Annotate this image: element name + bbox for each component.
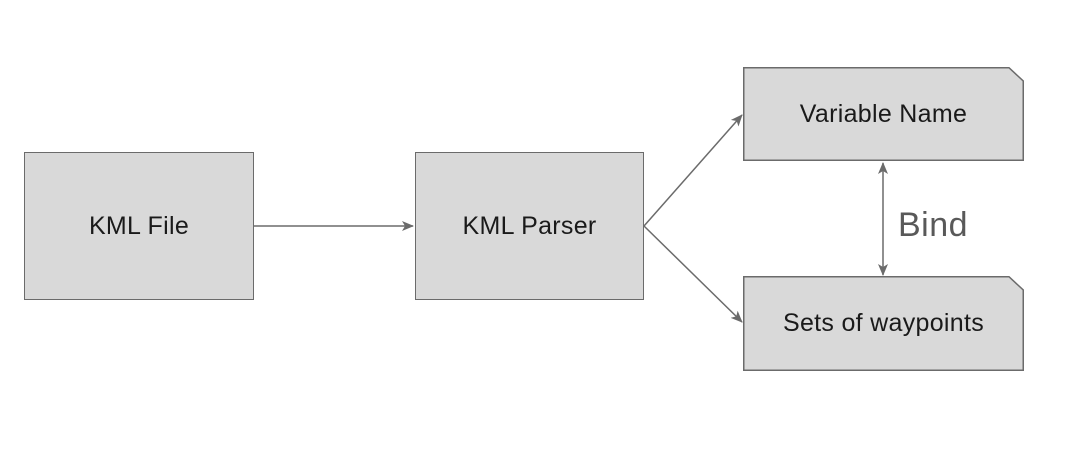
bind-label: Bind	[898, 206, 969, 244]
waypoints-label: Sets of waypoints	[782, 309, 985, 337]
variable-name-note: Variable Name	[743, 67, 1024, 161]
kml-parser-box: KML Parser	[415, 152, 644, 300]
kml-file-label: KML File	[88, 211, 190, 240]
note-shape	[743, 67, 1024, 161]
waypoints-note: Sets of waypoints	[743, 276, 1024, 371]
arrow-parser-to-waypoints	[643, 225, 743, 323]
arrow-parser-to-variable-name	[643, 114, 743, 227]
kml-file-box: KML File	[24, 152, 254, 300]
variable-name-label: Variable Name	[799, 99, 968, 128]
kml-parser-label: KML Parser	[462, 211, 597, 240]
note-shape	[743, 276, 1024, 371]
